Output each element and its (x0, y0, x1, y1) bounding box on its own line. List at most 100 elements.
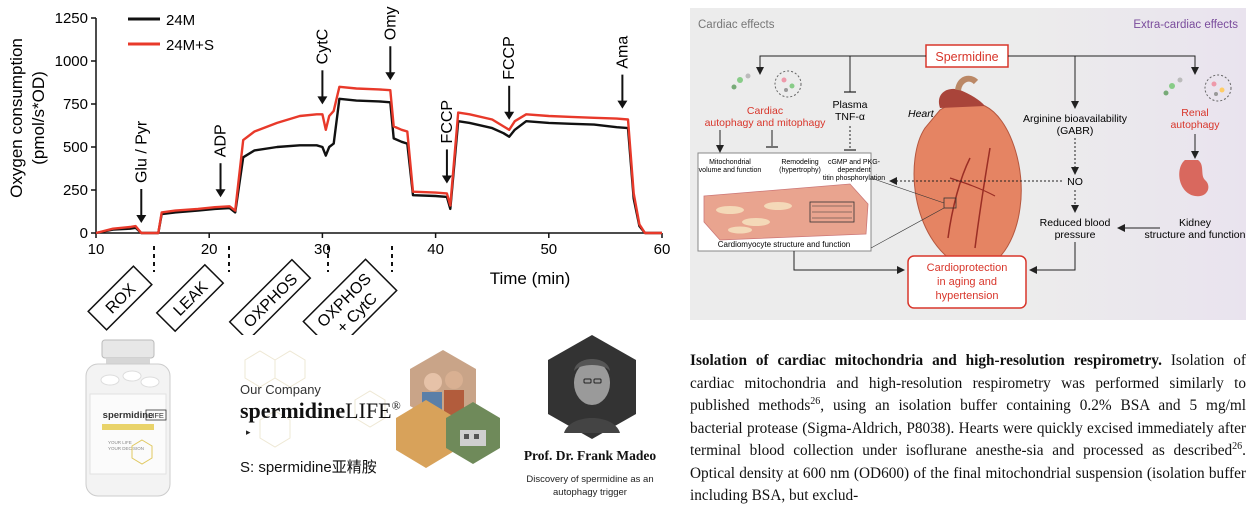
y-tick-label: 750 (63, 96, 88, 113)
kidney-line2: structure and function (1145, 229, 1246, 241)
company-kicker: Our Company (240, 382, 321, 397)
state-label-leak: LEAK (171, 278, 212, 319)
food-photo-hexagon (396, 400, 456, 468)
legend-label-24m-s: 24M+S (166, 37, 214, 54)
arginine-line1: Arginine bioavailability (1023, 113, 1128, 125)
bottle-brand-life: LIFE (148, 411, 164, 420)
y-axis-label-line1: Oxygen consumption (7, 38, 26, 198)
methods-heading: Isolation of cardiac mitochondria and hi… (690, 352, 1162, 369)
arginine-line2: (GABR) (1057, 125, 1094, 137)
annotation-arrow-head (317, 96, 328, 105)
heart-illustration (913, 75, 1022, 270)
spermidine-effects-diagram: Cardiac effects Extra-cardiac effects Sp… (690, 8, 1246, 320)
company-reg-mark: ® (391, 398, 401, 413)
y-tick-label: 500 (63, 139, 88, 156)
mito-volume-line2: volume and function (699, 167, 762, 174)
remodeling-line2: (hypertrophy) (779, 167, 821, 174)
annotation-label: Ama (614, 36, 631, 69)
bottle-brand: spermidine (103, 410, 154, 421)
kidney-icon (1179, 160, 1209, 197)
reduced-bp-line2: pressure (1055, 229, 1096, 241)
y-tick-label: 0 (80, 225, 88, 242)
photo-hexagons (396, 350, 500, 468)
legend-label-24m: 24M (166, 12, 195, 29)
professor-subtitle-line1: Discovery of spermidine as an (526, 474, 654, 485)
annotation-label: Glu / Pyr (133, 120, 150, 183)
cardiomyocyte-label: Cardiomyocyte structure and function (718, 240, 851, 249)
annotation-arrow-head (504, 111, 515, 120)
chart-legend: 24M 24M+S (128, 12, 214, 54)
state-label-rox: ROX (103, 281, 140, 318)
chart-series (95, 85, 662, 235)
plasma-line1: Plasma (832, 99, 867, 111)
professor-name: Prof. Dr. Frank Madeo (523, 448, 657, 463)
annotation-label: ADP (213, 124, 230, 157)
annotation-arrow-head (385, 72, 396, 81)
x-tick-label: 10 (88, 241, 105, 258)
annotation-arrow-head (215, 189, 226, 198)
renal-line2: autophagy (1170, 119, 1220, 131)
play-arrow-icon[interactable]: ▸ (246, 427, 251, 437)
state-box-leak (155, 263, 225, 333)
state-box-oxphos (228, 258, 312, 335)
cardiac-effects-title: Cardiac effects (698, 19, 775, 31)
state-box-oxphos-cytc (302, 258, 398, 335)
cgmp-line2: dependent (837, 167, 870, 174)
cardioprotection-line3: hypertension (936, 290, 999, 302)
spermidine-bottle-image: spermidine LIFE YOUR LIFE YOUR DECISION (85, 339, 171, 497)
methods-ref-2: 26 (1232, 440, 1243, 452)
methods-ref-1: 26 (810, 395, 821, 407)
reduced-bp-line1: Reduced blood (1040, 217, 1111, 229)
kidney-line1: Kidney (1179, 217, 1212, 229)
methods-paragraph: Isolation of cardiac mitochondria and hi… (690, 350, 1246, 508)
methods-text-2: , using an isolation buffer containing 0… (690, 397, 1246, 459)
plasma-line2: TNF-α (835, 111, 865, 123)
annotation-arrow-head (617, 100, 628, 109)
methods-text-3: . Optical density at 600 nm (OD600) of t… (690, 442, 1246, 504)
state-labels: ROX LEAK OXPHOS OXPHOS + CytC (87, 246, 398, 335)
annotation-label: CytC (314, 29, 331, 65)
series-line-1 (95, 85, 662, 235)
y-tick-label: 1000 (55, 53, 88, 70)
x-tick-label: 40 (427, 241, 444, 258)
professor-subtitle: Discovery of spermidine as an autophagy t… (522, 473, 658, 499)
professor-subtitle-line2: autophagy trigger (553, 487, 627, 498)
bottle-tagline-1: YOUR LIFE (108, 440, 132, 445)
y-tick-label: 1250 (55, 10, 88, 27)
cardioprotection-box (907, 255, 1027, 309)
x-tick-label: 60 (654, 241, 671, 258)
chart-axes (95, 18, 662, 234)
extra-cardiac-effects-title: Extra-cardiac effects (1133, 19, 1238, 31)
x-axis-label: Time (min) (490, 269, 571, 288)
remodeling-line1: Remodeling (781, 159, 818, 166)
cardiac-autophagy-line1: Cardiac (747, 105, 783, 117)
y-tick-label: 250 (63, 182, 88, 199)
annotation-arrow-head (441, 175, 452, 184)
x-tick-label: 50 (540, 241, 557, 258)
company-name: spermidineLIFE® (240, 398, 401, 424)
mito-volume-line1: Mitochondrial (709, 159, 751, 166)
bottle-tagline-2: YOUR DECISION (108, 446, 144, 451)
company-name-rest: LIFE (345, 398, 392, 423)
methods-text-1: Isolation of cardiac mitochondria and hi… (690, 352, 1246, 414)
cardiomyocyte-illustration (703, 183, 869, 241)
annotation-label: FCCP (501, 36, 518, 80)
honeycomb-background (244, 350, 386, 448)
x-tick-label: 20 (201, 241, 218, 258)
heart-label: Heart (908, 108, 935, 120)
cgmp-line3: titin phosphorylation (823, 175, 885, 182)
renal-cluster-icon (1163, 74, 1232, 102)
annotation-label: Omy (382, 6, 399, 40)
annotation-label: FCCP (439, 100, 456, 144)
spermidine-translation-label: S: spermidine亚精胺 (240, 459, 377, 476)
cardioprotection-line2: in aging and (937, 276, 997, 288)
series-line-0 (95, 97, 662, 235)
company-name-bold: spermidine (240, 398, 346, 423)
mitochondria-cluster-icon (731, 70, 802, 98)
cgmp-line1: cGMP and PKG- (828, 159, 881, 166)
annotation-arrow-head (136, 215, 147, 223)
spermidine-label: Spermidine (935, 50, 998, 64)
